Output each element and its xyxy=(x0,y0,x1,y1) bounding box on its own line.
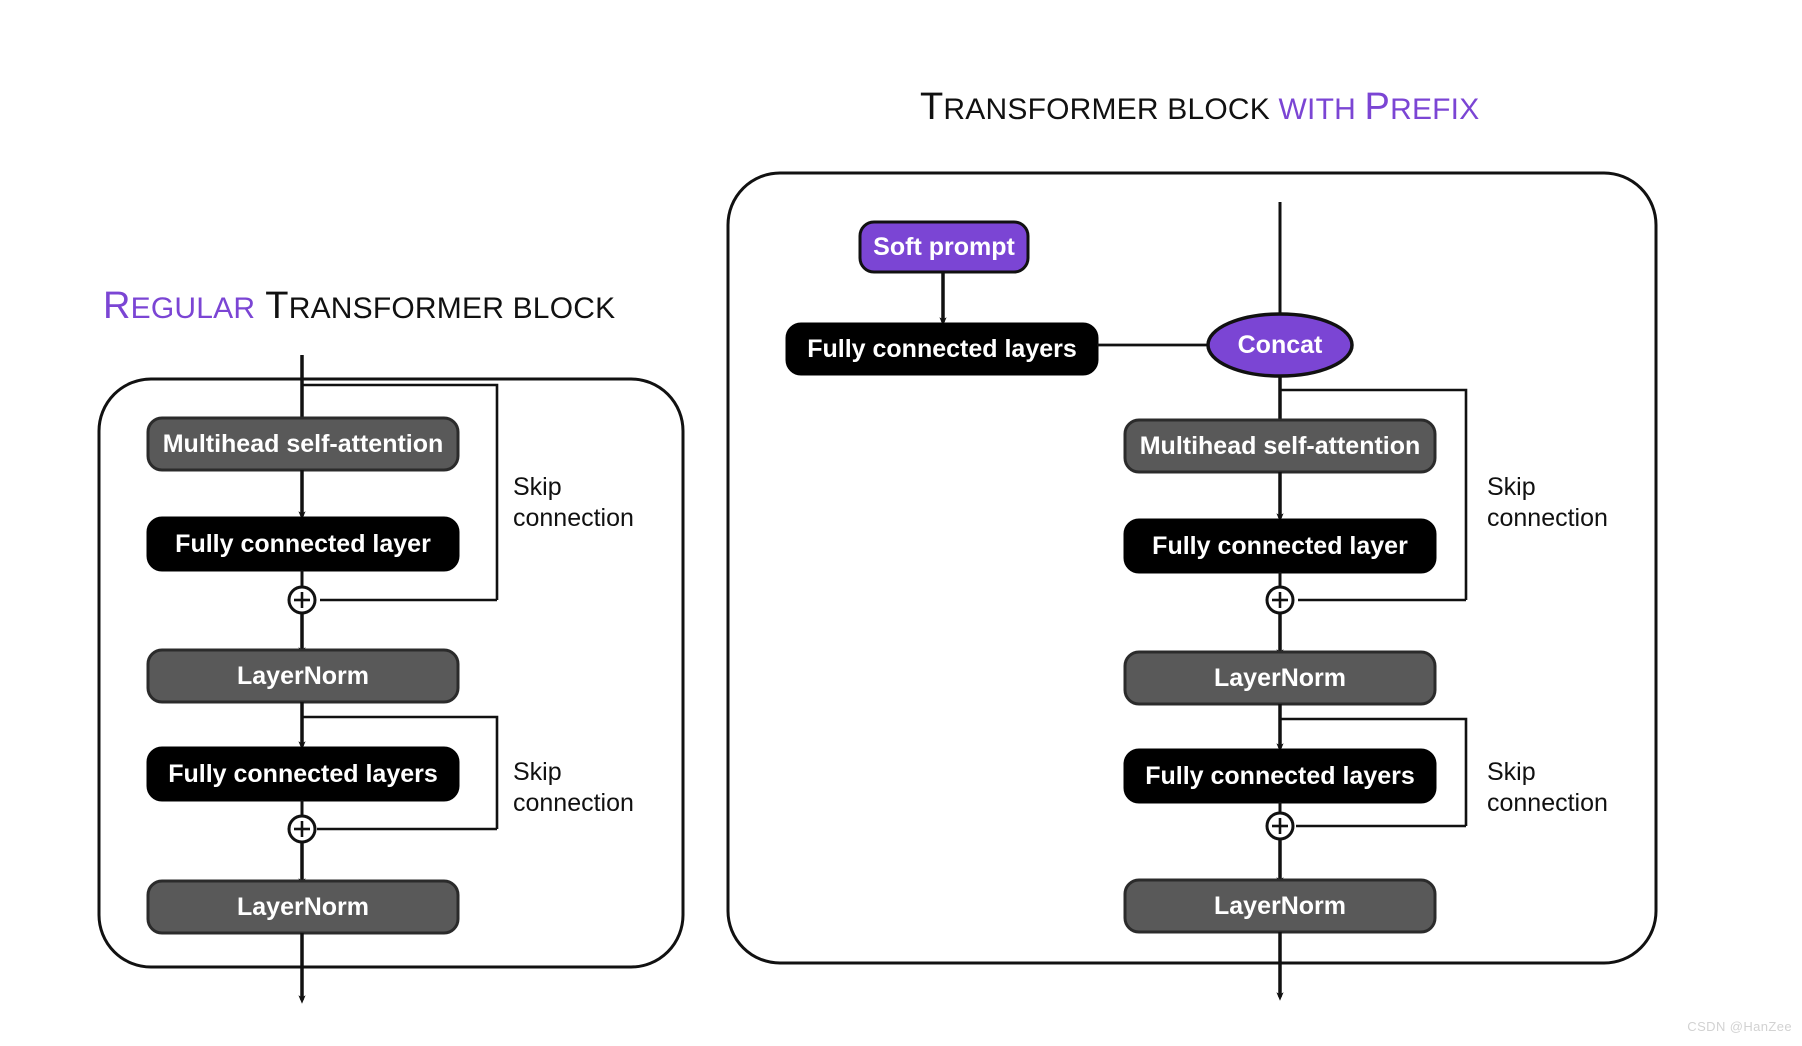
left-panel-title: REGULAR TRANSFORMER BLOCK xyxy=(103,285,615,328)
right-skip-label-2-line1: Skip xyxy=(1487,758,1536,786)
left-skip-2-path xyxy=(302,715,499,829)
right-panel-title: TRANSFORMER BLOCK WITH PREFIX xyxy=(920,86,1479,129)
left-skip-connection-label-1: Skip connection xyxy=(513,472,634,534)
left-fc-layer-box[interactable] xyxy=(146,516,460,572)
right-skip-2-path xyxy=(1280,717,1468,826)
left-title-seg-3: RANSFORMER BLOCK xyxy=(288,292,616,325)
right-add-2-plus-icon xyxy=(1272,818,1288,834)
left-skip-connection-label-2: Skip connection xyxy=(513,757,634,819)
right-title-seg-2: WITH xyxy=(1278,93,1365,126)
right-skip-label-1-line1: Skip xyxy=(1487,473,1536,501)
prefix-fc-layers-box[interactable] xyxy=(785,322,1099,376)
left-title-seg-1: EGULAR xyxy=(130,292,256,325)
right-fc-layers-box[interactable] xyxy=(1123,748,1437,804)
right-layernorm-2-box[interactable] xyxy=(1123,878,1437,934)
left-layernorm-2-box[interactable] xyxy=(146,879,460,935)
left-add-2-plus-icon xyxy=(294,821,310,837)
left-skip-label-1-line2: connection xyxy=(513,504,634,532)
left-skip-label-1-line1: Skip xyxy=(513,473,562,501)
left-title-seg-2: T xyxy=(255,285,289,327)
left-layernorm-1-box[interactable] xyxy=(146,648,460,704)
right-title-seg-1: RANSFORMER BLOCK xyxy=(943,93,1279,126)
left-skip-1-path xyxy=(302,383,499,600)
right-skip-connection-label-2: Skip connection xyxy=(1487,757,1608,819)
left-skip-label-2-line2: connection xyxy=(513,789,634,817)
left-fc-layers-box[interactable] xyxy=(146,746,460,802)
right-title-seg-3: P xyxy=(1364,86,1391,128)
left-mhsa-box[interactable] xyxy=(146,416,460,472)
right-skip-1-path xyxy=(1280,388,1468,600)
concat-ellipse[interactable] xyxy=(1206,312,1354,378)
left-title-seg-0: R xyxy=(103,285,131,327)
right-fc-layer-box[interactable] xyxy=(1123,518,1437,574)
right-skip-label-2-line2: connection xyxy=(1487,789,1608,817)
watermark: CSDN @HanZee xyxy=(1687,1019,1792,1034)
right-title-seg-0: T xyxy=(920,86,944,128)
right-mhsa-box[interactable] xyxy=(1123,418,1437,474)
right-skip-label-1-line2: connection xyxy=(1487,504,1608,532)
right-skip-connection-label-1: Skip connection xyxy=(1487,472,1608,534)
left-add-1-plus-icon xyxy=(294,592,310,608)
right-add-1-plus-icon xyxy=(1272,592,1288,608)
soft-prompt-box[interactable] xyxy=(858,220,1030,274)
left-skip-label-2-line1: Skip xyxy=(513,758,562,786)
right-layernorm-1-box[interactable] xyxy=(1123,650,1437,706)
right-title-seg-4: REFIX xyxy=(1390,93,1480,126)
